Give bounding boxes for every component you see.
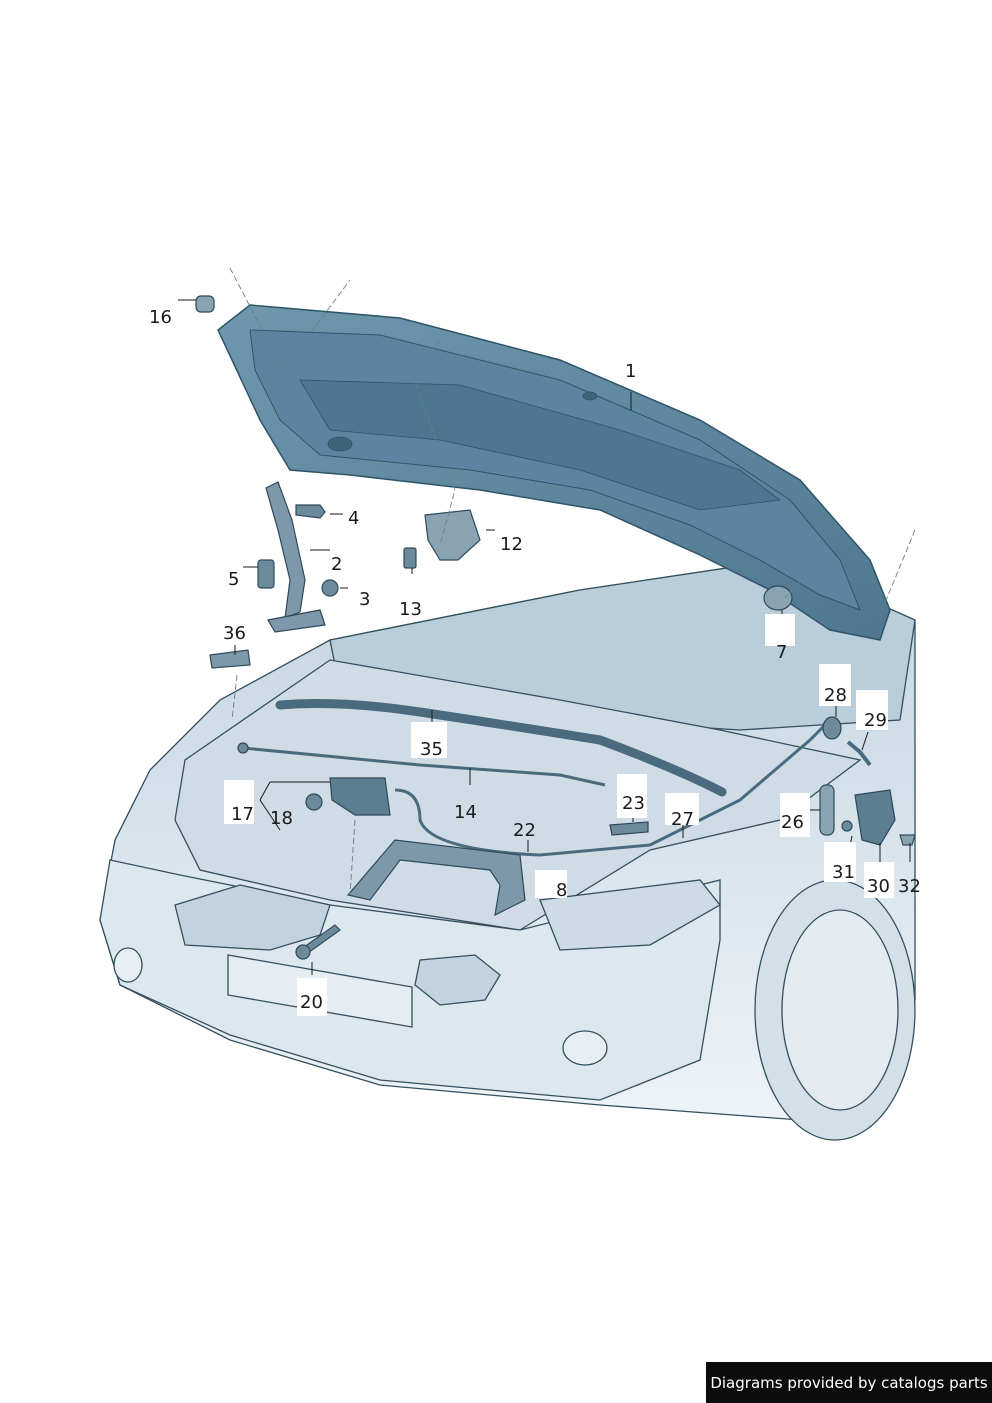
callout-35: 35 bbox=[420, 739, 443, 760]
callout-13: 13 bbox=[399, 599, 422, 620]
callout-32: 32 bbox=[898, 876, 921, 897]
callout-31: 31 bbox=[832, 862, 855, 883]
callout-3: 3 bbox=[359, 589, 371, 610]
credit-banner: Diagrams provided by catalogs parts bbox=[706, 1362, 992, 1403]
callout-36: 36 bbox=[223, 623, 246, 644]
callout-30: 30 bbox=[867, 876, 890, 897]
callout-2: 2 bbox=[331, 554, 343, 575]
callout-5: 5 bbox=[228, 569, 240, 590]
callout-27: 27 bbox=[671, 809, 694, 830]
callout-14: 14 bbox=[454, 802, 477, 823]
callout-7: 7 bbox=[776, 642, 788, 663]
parts bbox=[195, 295, 916, 960]
callout-23: 23 bbox=[622, 793, 645, 814]
car-body bbox=[99, 559, 916, 1141]
callout-17: 17 bbox=[231, 804, 254, 825]
credit-text: Diagrams provided by catalogs parts bbox=[710, 1373, 988, 1392]
callout-20: 20 bbox=[300, 992, 323, 1013]
callout-18: 18 bbox=[270, 808, 293, 829]
callout-16: 16 bbox=[149, 307, 172, 328]
callout-29: 29 bbox=[864, 710, 887, 731]
hood bbox=[217, 304, 891, 641]
callout-28: 28 bbox=[824, 685, 847, 706]
leader-lines bbox=[229, 267, 916, 896]
callout-12: 12 bbox=[500, 534, 523, 555]
callout-1: 1 bbox=[625, 361, 637, 382]
callout-8: 8 bbox=[556, 880, 568, 901]
callout-4: 4 bbox=[348, 508, 360, 529]
callout-22: 22 bbox=[513, 820, 536, 841]
callout-26: 26 bbox=[781, 812, 804, 833]
